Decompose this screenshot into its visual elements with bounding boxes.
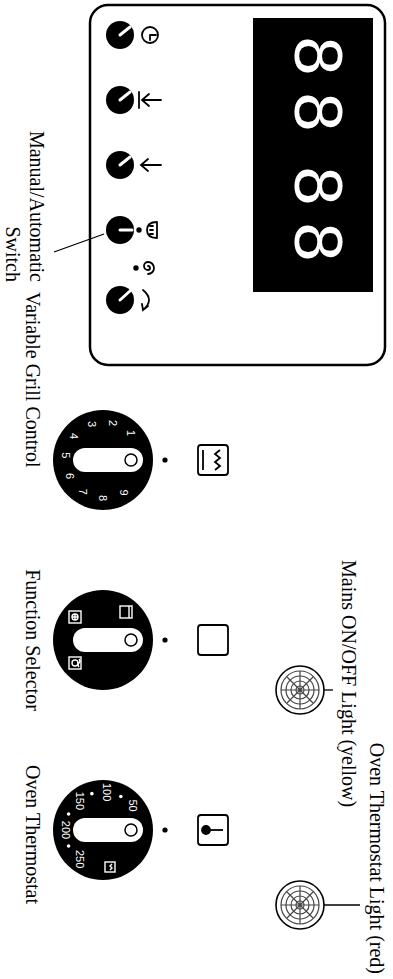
dial-number: 5	[59, 452, 72, 458]
display-digits: 88	[278, 35, 348, 147]
function-icon	[72, 614, 78, 620]
dial-number: 1	[123, 430, 136, 436]
function-icon	[105, 862, 115, 872]
dial-number: 3	[84, 421, 97, 427]
timer-knob	[106, 21, 134, 49]
indicator-light	[281, 671, 319, 709]
leader-line	[54, 234, 104, 252]
function-icon	[69, 606, 132, 872]
timer-symbol	[134, 27, 161, 310]
indicator-light	[276, 666, 324, 714]
timer-symbol	[134, 266, 138, 270]
dial-number: 7	[76, 489, 89, 495]
indicator-dot	[162, 637, 167, 642]
indicator-light	[281, 886, 319, 924]
function-icon	[69, 611, 81, 623]
leader-line	[324, 689, 333, 690]
indicator-dot	[162, 827, 167, 832]
function-icon	[72, 614, 78, 620]
dial-dot	[67, 792, 123, 848]
display-digits: 88	[278, 165, 348, 277]
timer-knob	[106, 286, 134, 314]
control-label: Variable Grill Control	[21, 292, 45, 468]
control-label: Oven Thermostat	[21, 765, 45, 904]
dial-number: 8	[96, 495, 109, 501]
indicator-light	[276, 881, 324, 929]
function-icon	[120, 606, 132, 618]
control-knob	[53, 410, 153, 510]
dial-number: 9	[116, 490, 129, 496]
control-label: Function Selector	[21, 569, 45, 711]
timer-knob	[106, 21, 134, 314]
function-icon	[72, 660, 78, 666]
timer-knob	[120, 229, 132, 232]
timer-symbol	[147, 222, 157, 238]
dial-number: 250	[72, 850, 85, 868]
timer-symbol	[141, 159, 161, 171]
control-knob	[53, 780, 153, 880]
control-knob	[53, 410, 153, 880]
symbol-box	[198, 445, 228, 475]
control-knob	[73, 628, 143, 652]
timer-panel	[90, 5, 385, 365]
symbol-box	[198, 445, 228, 845]
indicator-dot	[162, 457, 167, 832]
timer-symbol	[142, 27, 158, 43]
timer-symbol	[142, 290, 149, 310]
dial-number: 100	[100, 783, 113, 801]
timer-symbol	[139, 92, 161, 108]
leader-line	[324, 904, 360, 905]
control-knob	[125, 454, 137, 466]
timer-knob	[120, 157, 130, 165]
indicator-light	[281, 886, 319, 924]
indicator-light	[276, 666, 324, 929]
timer-symbol	[144, 262, 154, 274]
timer-knob	[120, 27, 130, 35]
dial-number: 200	[59, 821, 72, 839]
symbol-box	[209, 829, 223, 831]
dial-dot	[67, 844, 71, 848]
symbol-box	[198, 815, 228, 845]
dial-dot	[67, 812, 71, 816]
control-label: Manual/Automatic Switch	[1, 110, 49, 282]
function-icon	[78, 659, 80, 667]
control-knob	[73, 448, 143, 472]
timer-knob	[120, 291, 130, 300]
dial-number: 2	[105, 420, 118, 426]
function-icon	[128, 606, 129, 618]
light-label: Oven Thermostat Light (red)	[365, 743, 389, 974]
control-knob	[53, 590, 153, 690]
control-knob	[125, 824, 137, 836]
dial-number: 4	[67, 433, 80, 439]
indicator-dot	[162, 457, 167, 462]
symbol-box	[198, 625, 228, 655]
symbol-box	[203, 450, 220, 470]
function-icon	[110, 864, 112, 870]
dial-dot	[119, 795, 123, 799]
dial-dot	[90, 792, 94, 796]
function-icon	[69, 657, 81, 669]
timer-knob	[106, 151, 134, 179]
timer-symbol	[150, 35, 156, 40]
dial-number: 50	[126, 799, 139, 811]
timer-knob	[120, 92, 130, 100]
timer-panel	[90, 5, 385, 365]
light-label: Mains ON/OFF Light (yellow)	[337, 560, 361, 807]
symbol-box	[202, 826, 210, 834]
timer-knob	[106, 86, 134, 114]
control-knob	[125, 634, 137, 646]
dial-number: 6	[62, 473, 75, 479]
timer-knob	[106, 216, 134, 244]
control-knob	[73, 818, 143, 842]
timer-symbol	[137, 228, 141, 232]
timer-panel	[253, 18, 373, 292]
indicator-light	[281, 671, 319, 709]
dial-number: 150	[72, 792, 85, 810]
